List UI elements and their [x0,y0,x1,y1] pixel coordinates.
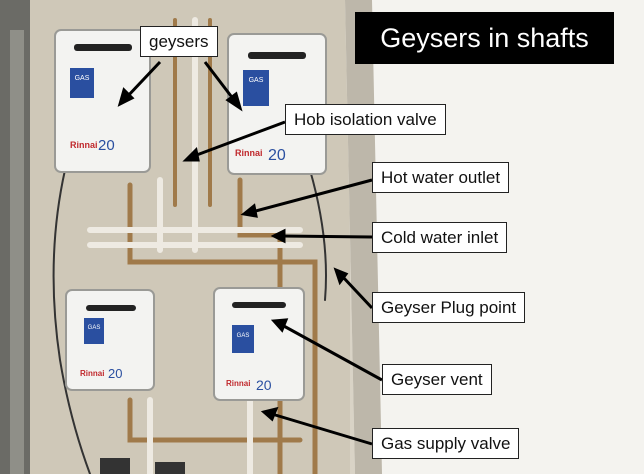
model-text: 20 [108,366,122,381]
floor-box [100,458,130,474]
arrow-hob-valve [193,120,286,158]
geyser-unit-top-left: GAS Rinnai 20 [54,29,151,173]
model-text: 20 [98,137,115,154]
arrow-gas-supply [271,412,373,446]
label-geyser-vent: Geyser vent [382,364,492,395]
arrow-cold-water [281,234,373,239]
label-gas-supply-valve: Gas supply valve [372,428,520,459]
white-pipe [157,17,198,253]
model-text: 20 [256,377,272,393]
label-cold-water-inlet: Cold water inlet [372,222,508,253]
copper-pipe [127,182,318,474]
vertical-conduit [10,30,24,474]
geyser-unit-bottom-left: GAS Rinnai 20 [65,289,155,391]
gas-badge-text: GAS [75,75,90,82]
white-pipe [147,397,253,474]
arrow-geysers-left [124,60,162,100]
floor-box [155,462,185,474]
annotation-arrows [117,60,383,446]
label-geyser-plug-point: Geyser Plug point [372,292,526,323]
arrow-geysers-right [203,61,236,101]
geyser-unit-bottom-right: GAS Rinnai 20 [213,287,305,401]
label-hot-water-outlet: Hot water outlet [372,162,510,193]
label-hob-isolation-valve: Hob isolation valve [285,104,446,135]
model-text: 20 [268,147,286,164]
gas-badge-text: GAS [249,77,264,84]
copper-pipe [127,397,303,443]
brand-text: Rinnai [226,379,250,388]
arrow-vent [281,323,383,382]
arrow-hot-water [251,178,373,214]
brand-text: Rinnai [70,140,98,150]
brand-text: Rinnai [235,148,263,158]
arrow-plug-point [340,274,374,310]
gas-badge-text: GAS [88,325,101,331]
power-cable [52,169,91,474]
page-title: Geysers in shafts [355,12,614,64]
label-geysers: geysers [140,26,218,57]
gas-badge-text: GAS [237,333,250,339]
brand-text: Rinnai [80,369,104,378]
